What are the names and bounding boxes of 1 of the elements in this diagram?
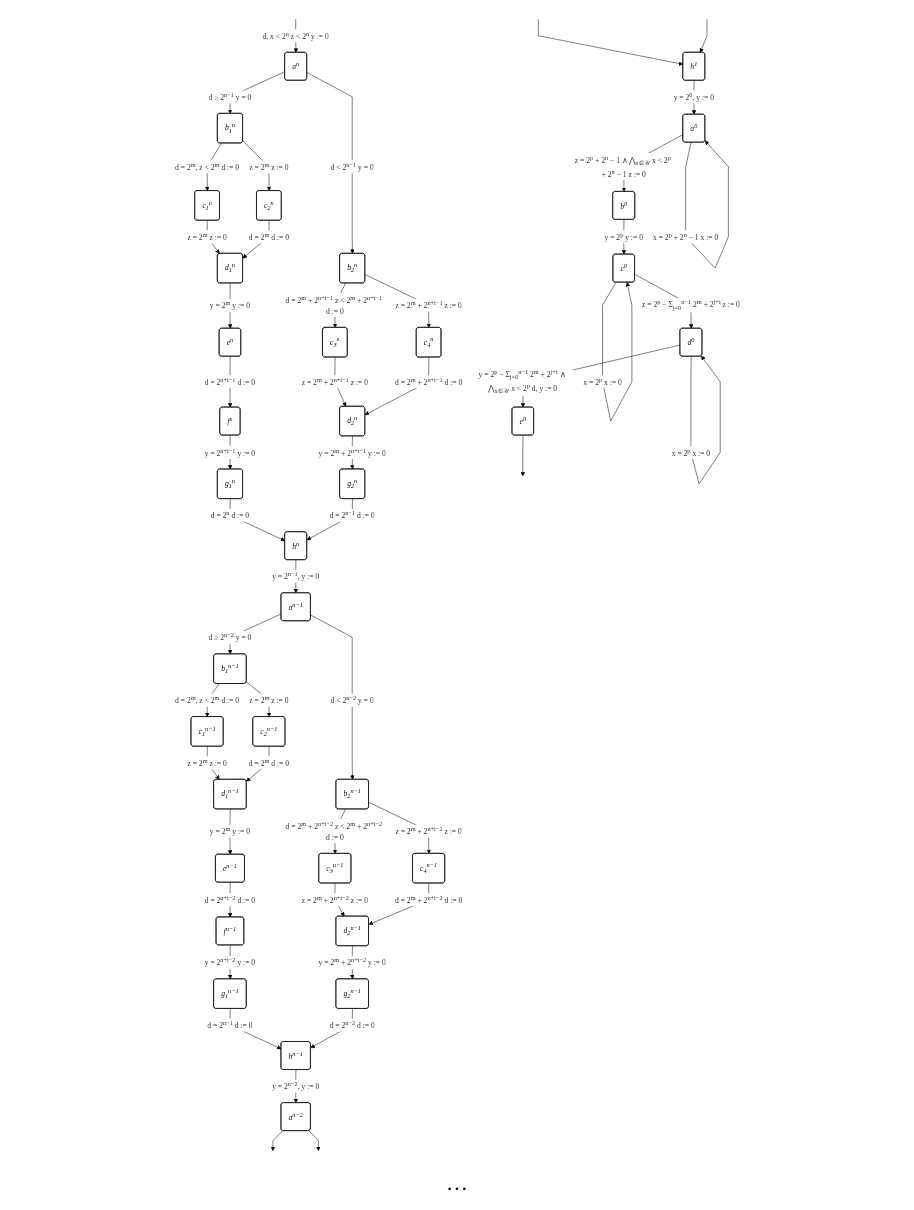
- ellipsis-label: …: [446, 1170, 468, 1195]
